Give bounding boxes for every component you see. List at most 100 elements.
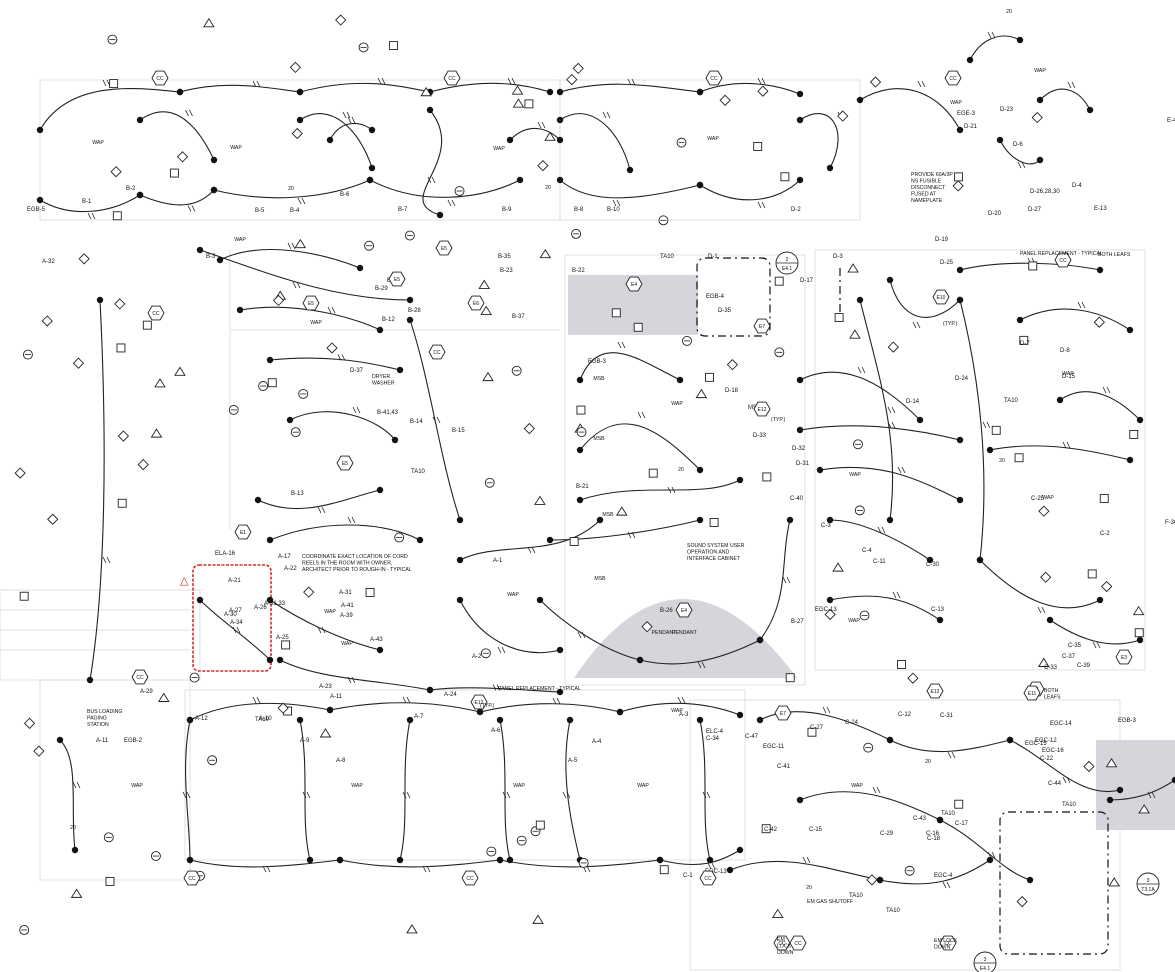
circuit-wire [185,719,191,861]
ceiling-device-symbol [1036,156,1044,164]
circuit-wire [859,299,894,521]
circuit-label: A-41 [341,603,354,609]
circuit-label: EGC-13 [815,607,837,613]
tag-label: CC [710,76,718,82]
tag-label: CC [944,941,952,947]
reference-tag: CC [428,344,446,360]
hexagon-icon [443,70,461,86]
conductor-tick [707,862,712,870]
circuit-label: D-14 [906,399,920,405]
conductor-tick [317,626,322,634]
ceiling-device-symbol [936,816,944,824]
reference-tag: CC [699,870,717,886]
ceiling-device-symbol [576,376,584,384]
conductor-tick [321,626,326,634]
circuit-wire [279,659,431,691]
reference-tag: E7 [753,318,771,334]
data-outlet-symbol [566,73,578,86]
tag-label: E5 [441,246,447,252]
circuit-label: E-4 [1167,118,1175,124]
conductor-tick [677,696,682,704]
enlarged-plan-boundaries [696,257,1109,955]
conductor-tick [701,661,706,669]
reference-tag: E1 [234,524,252,540]
circuit-wire [213,179,371,199]
hexagon-icon [699,870,717,886]
ceiling-device-symbol [306,856,314,864]
shaded-corner-area [1096,740,1175,830]
circuit-wire [239,306,381,331]
tag-label: E12 [931,689,940,695]
conductor-tick [1147,791,1152,799]
circuit-wire [729,860,881,881]
data-outlet-symbol [907,672,919,684]
hexagon-icon [1023,685,1041,701]
junction-box-symbol [1087,569,1097,579]
ceiling-device-symbol [36,196,44,204]
conductor-tick [422,865,427,873]
conductor-tick [1092,641,1097,649]
circuit-label: TA10 [660,254,675,260]
circuit-label: C-3 [821,523,831,529]
device-symbols [14,14,1175,935]
ceiling-device-symbol [886,276,894,284]
conductor-tick [72,781,77,789]
ceiling-device-symbol [326,136,334,144]
ceiling-device-symbol [736,476,744,484]
conductor-tick [497,646,502,654]
conductor-tick [891,421,896,429]
data-outlet-symbol [176,151,189,163]
circuit-wire [257,489,381,510]
circuit-label: B-5 [255,208,265,214]
ceiling-device-symbol [368,164,376,172]
data-outlet-symbol [114,298,126,310]
ceiling-device-symbol [210,186,218,194]
conductor-tick [1071,81,1076,89]
data-outlet-symbol [289,61,302,74]
junction-box-symbol [535,820,545,830]
data-outlet-symbol [1083,760,1095,773]
tag-label: CC [949,76,957,82]
conductor-tick [297,197,302,205]
junction-box-symbol [648,468,658,478]
reference-tag: E12 [470,694,488,710]
tag-label: CC [778,941,786,947]
conductor-tick [581,631,586,639]
ceiling-device-symbol [426,686,434,694]
circuit-wire [269,599,381,651]
conductor-tick [1067,81,1072,89]
conductor-tick [577,631,582,639]
circuit-wire [329,122,373,141]
conductor-tick [877,526,882,534]
ceiling-device-symbol [456,556,464,564]
ceiling-device-symbol [1116,786,1124,794]
circuit-wire [1009,739,1121,793]
conductor-tick [327,306,332,314]
reference-tag: E6 [467,295,485,311]
circuit-wire [759,711,891,741]
conductor-tick [887,406,892,414]
enlarged-plan-boundary-e [999,811,1109,955]
data-outlet-symbol [335,14,347,26]
conductor-tick [352,406,357,414]
conductor-tick [427,176,432,184]
tag-label: E12 [758,407,767,413]
circuit-label: TA10 [849,893,864,899]
conductor-tick [1077,301,1082,309]
ceiling-device-symbol [1036,96,1044,104]
data-outlet-symbol [291,127,303,140]
symbol-label: WAP [507,592,519,598]
symbol-label: WAP [1034,68,1046,74]
circuit-label: B-12 [382,317,395,323]
circuit-label: EGC-14 [1050,721,1072,727]
conductor-tick [1102,386,1107,394]
ceiling-device-symbol [71,846,79,854]
circuit-label: D-17 [800,278,814,284]
circuit-wire [559,179,701,199]
circuit-label: A-25 [276,635,289,641]
conductor-tick [347,516,352,524]
circuit-wire [179,84,301,93]
circuit-label: C-44 [1048,781,1062,787]
conductor-tick [1021,161,1026,169]
